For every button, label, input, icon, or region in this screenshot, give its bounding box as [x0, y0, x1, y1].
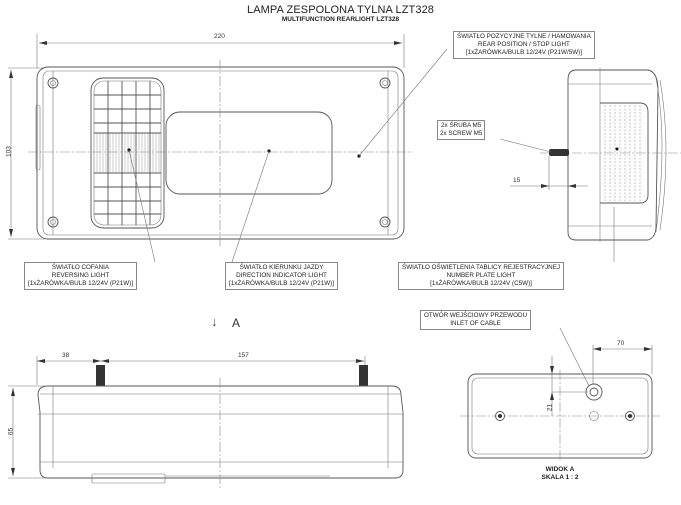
label-line: [1xŻARÓWKA/BULB 12/24V (P21W/5W)]	[465, 49, 583, 56]
label-line: REAR POSITION / STOP LIGHT	[478, 41, 570, 48]
label-position-stop-light: ŚWIATŁO POZYCYJNE TYLNE / HAMOWANIA REAR…	[453, 31, 595, 59]
bottom-view	[8, 356, 404, 488]
label-line: ŚWIATŁO OŚWIETLENIA TABLICY REJESTRACYJN…	[402, 264, 561, 271]
label-line: NUMBER PLATE LIGHT	[446, 272, 516, 279]
label-line: DIRECTION INDICATOR LIGHT	[236, 272, 327, 279]
view-arrow-icon: ↓	[211, 314, 218, 329]
label-screw: 2x ŚRUBA M5 2x SCREW M5	[437, 120, 486, 140]
dim-depth: 65	[7, 427, 15, 436]
label-number-plate-light: ŚWIATŁO OŚWIETLENIA TABLICY REJESTRACYJN…	[398, 262, 565, 290]
view-a-title: WIDOK A	[545, 466, 575, 473]
view-a-scale: SKALA 1 : 2	[541, 474, 579, 481]
dim-screw-spacing: 157	[238, 352, 249, 359]
label-line: OTWÓR WEJŚCIOWY PRZEWODU	[424, 312, 528, 319]
view-a-caption: WIDOK A SKALA 1 : 2	[530, 466, 590, 482]
dim-screw-protrusion: 15	[513, 177, 521, 184]
label-line: ŚWIATŁO POZYCYJNE TYLNE / HAMOWANIA	[457, 33, 591, 40]
dim-inlet-x: 70	[617, 340, 625, 347]
label-line: ŚWIATŁO KIERUNKU JAZDY	[239, 264, 324, 271]
label-line: REVERSING LIGHT	[51, 272, 110, 279]
front-view	[8, 34, 448, 263]
view-a	[460, 327, 660, 462]
label-cable-inlet: OTWÓR WEJŚCIOWY PRZEWODU INLET OF CABLE	[420, 310, 532, 330]
label-line: 2x ŚRUBA M5	[441, 122, 482, 129]
label-line: [1xŻARÓWKA/BULB 12/24V (C5W)]	[430, 280, 532, 287]
dim-width: 220	[214, 33, 225, 40]
label-line: INLET OF CABLE	[450, 320, 501, 327]
dim-inlet-y: 21	[546, 403, 554, 412]
side-view	[499, 68, 681, 262]
label-direction-indicator: ŚWIATŁO KIERUNKU JAZDY DIRECTION INDICAT…	[225, 262, 338, 290]
drawing-subtitle: MULTIFUNCTION REARLIGHT LZT328	[281, 16, 400, 23]
drawing-title: LAMPA ZESPOLONA TYLNA LZT328	[246, 4, 435, 16]
label-reversing-light: ŚWIATŁO COFANIA REVERSING LIGHT [1xŻARÓW…	[24, 262, 137, 290]
label-line: [1xŻARÓWKA/BULB 12/24V (P21W)]	[28, 280, 133, 287]
label-line: 2x SCREW M5	[440, 130, 483, 137]
view-marker-letter: A	[232, 316, 241, 330]
label-line: [1xŻARÓWKA/BULB 12/24V (P21W)]	[229, 280, 334, 287]
label-line: ŚWIATŁO COFANIA	[51, 264, 110, 271]
dim-edge-to-screw: 38	[62, 352, 70, 359]
dim-height: 103	[5, 146, 13, 157]
